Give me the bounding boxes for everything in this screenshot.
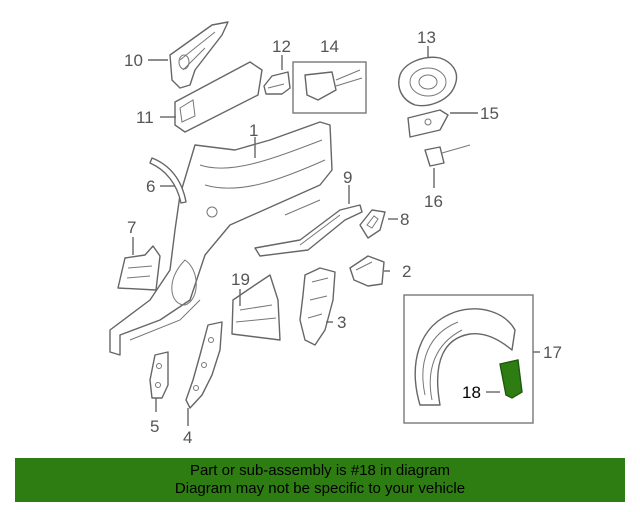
callout-3: 3 [337,313,346,332]
callout-7: 7 [127,218,136,237]
part-7-splash-shield[interactable] [117,245,161,291]
part-17-liner-box[interactable] [403,294,534,424]
part-1-quarter-panel[interactable] [109,121,333,356]
callout-2: 2 [402,262,411,281]
part-16-actuator[interactable] [424,144,471,167]
callout-12: 12 [272,37,291,56]
callout-11: 11 [136,108,154,127]
part-6-arch-molding[interactable] [149,157,187,204]
part-10-housing[interactable] [169,21,229,89]
callout-1: 1 [249,121,258,140]
callout-13: 13 [417,28,436,47]
callout-6: 6 [146,177,155,196]
callout-16: 16 [424,192,443,211]
parts-diagram: 1 2 3 4 5 6 7 8 9 10 11 12 13 14 15 16 1… [109,21,562,447]
part-3-inner-panel[interactable] [299,267,336,346]
callout-10: 10 [124,51,143,70]
footer-line-2: Diagram may not be specific to your vehi… [174,480,466,497]
callout-15: 15 [480,104,499,123]
callout-8: 8 [400,210,409,229]
part-9-rail[interactable] [254,204,363,257]
part-4-reinforcement[interactable] [185,321,223,409]
callout-9: 9 [343,168,352,187]
callouts: 1 2 3 4 5 6 7 8 9 10 11 12 13 14 15 16 1… [124,28,562,447]
leader-lines [132,46,540,426]
part-15-bracket[interactable] [407,109,449,138]
callout-19: 19 [231,270,250,289]
part-12-clip[interactable] [263,71,291,95]
callout-17: 17 [543,343,562,362]
part-5-bracket[interactable] [149,351,169,399]
footer-banner: Part or sub-assembly is #18 in diagram D… [15,458,625,502]
callout-14: 14 [320,37,339,56]
part-14-assembly[interactable] [292,61,367,114]
part-19-mud-flap[interactable] [231,274,281,341]
part-11-panel[interactable] [174,61,263,133]
part-2-bracket[interactable] [349,255,385,287]
footer-line-1: Part or sub-assembly is #18 in diagram [189,462,451,479]
part-8-bezel[interactable] [359,209,386,239]
part-13-fuel-door-housing[interactable] [398,56,458,107]
callout-4: 4 [183,428,192,447]
callout-18: 18 [462,383,481,402]
callout-5: 5 [150,417,159,436]
part-18-highlighted[interactable] [499,359,523,399]
